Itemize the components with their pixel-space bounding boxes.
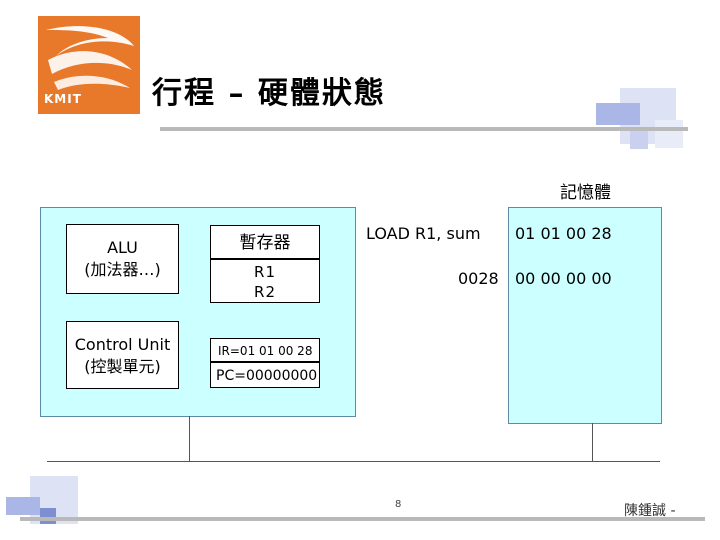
memory-box: [508, 207, 662, 424]
logo-text: KMIT: [44, 92, 82, 106]
footer-rule: [20, 517, 705, 521]
decor-square: [596, 103, 640, 125]
register-label: 暫存器: [210, 225, 320, 259]
cpu-bus-connector: [189, 416, 190, 461]
program-counter: PC=00000000: [210, 362, 320, 388]
decor-square: [630, 131, 648, 149]
memory-row-1-value: 01 01 00 28: [515, 224, 612, 243]
alu-sublabel: (加法器…): [84, 260, 161, 279]
control-unit-sublabel: (控製單元): [84, 357, 161, 376]
decor-square: [40, 508, 56, 524]
memory-row-2-value: 00 00 00 00: [515, 269, 612, 288]
system-bus: [47, 461, 660, 462]
alu-box: ALU (加法器…): [66, 224, 179, 294]
decor-square: [6, 497, 40, 515]
memory-row-2-address: 0028: [458, 269, 499, 288]
memory-bus-connector: [592, 423, 593, 461]
instruction-register: IR=01 01 00 28: [210, 338, 320, 362]
logo-swoosh-icon: [46, 26, 134, 90]
decor-square: [655, 120, 683, 148]
alu-label: ALU: [107, 238, 138, 257]
kmit-logo: [38, 16, 140, 114]
slide-title: 行程 – 硬體狀態: [152, 76, 386, 111]
memory-label: 記憶體: [560, 183, 611, 203]
footer-author: 陳鍾誠 -: [624, 503, 676, 519]
register-r2: R2: [254, 283, 276, 301]
control-unit-label: Control Unit: [74, 335, 171, 354]
page-number: 8: [395, 499, 402, 510]
register-values: R1 R2: [210, 259, 320, 303]
memory-instruction: LOAD R1, sum: [366, 224, 481, 243]
control-unit-box: Control Unit (控製單元): [66, 321, 179, 389]
register-r1: R1: [254, 263, 276, 281]
header-rule: [160, 127, 688, 131]
